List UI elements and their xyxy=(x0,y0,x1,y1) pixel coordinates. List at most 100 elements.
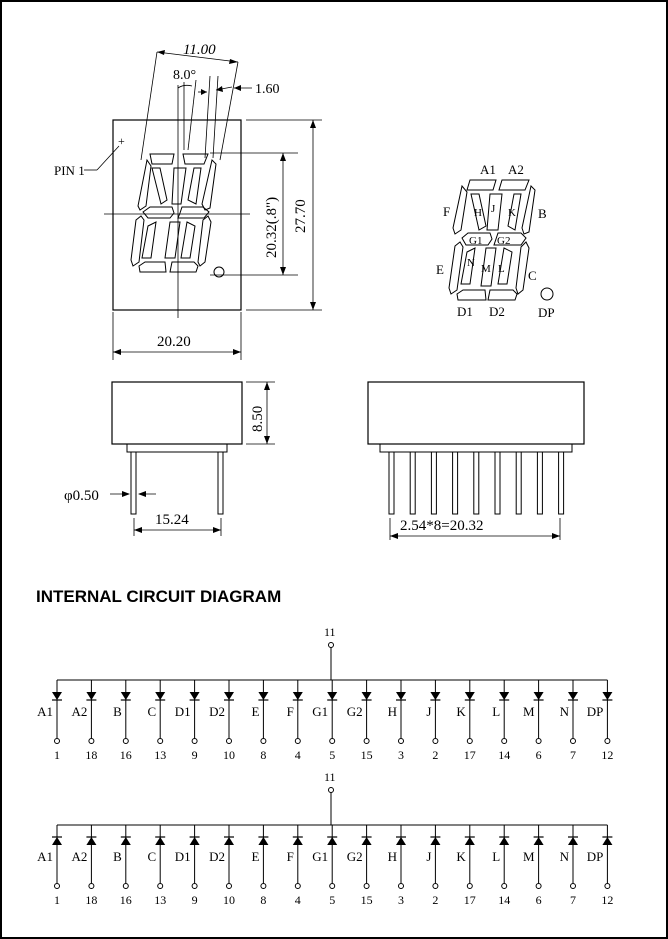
led-pin-number: 12 xyxy=(601,748,613,762)
led-pin-number: 15 xyxy=(361,748,373,762)
dim-pin-diameter: φ0.50 xyxy=(64,488,99,504)
pin-terminal xyxy=(466,738,473,744)
circuit-diagram-common-cathode: 11A11A218B16C13D19D210E8F4G15G215H3J2K17… xyxy=(37,770,613,907)
dim-width-20-20: 20.20 xyxy=(157,334,191,350)
pin-row-pin xyxy=(430,451,437,515)
led-segment-label: E xyxy=(251,849,259,864)
led-segment-label: J xyxy=(426,849,431,864)
led-segment-label: F xyxy=(287,704,294,719)
pin-terminal xyxy=(329,883,336,889)
led-d1: D19 xyxy=(175,825,200,907)
led-b: B16 xyxy=(113,680,132,762)
led-e: E8 xyxy=(251,680,269,762)
led-pin-number: 8 xyxy=(260,748,266,762)
led-segment-label: K xyxy=(456,704,466,719)
led-segment-label: D1 xyxy=(175,849,191,864)
led-e: E8 xyxy=(251,825,269,907)
led-segment-label: H xyxy=(388,704,397,719)
segment-label-k: K xyxy=(508,207,516,219)
led-pin-number: 1 xyxy=(54,748,60,762)
led-segment-label: M xyxy=(523,849,535,864)
led-segment-label: L xyxy=(492,849,500,864)
led-pin-number: 13 xyxy=(154,748,166,762)
led-c: C13 xyxy=(148,825,166,907)
led-h: H3 xyxy=(388,825,406,907)
pin-terminal xyxy=(191,738,198,744)
pin-row-view: 2.54*8=20.32 xyxy=(367,381,585,540)
common-pin-number: 11 xyxy=(324,770,336,784)
segment-e xyxy=(448,241,464,295)
common-pin-terminal xyxy=(328,787,334,793)
pin-terminal xyxy=(157,738,164,744)
pin-row-pin xyxy=(409,451,416,515)
pin-terminal xyxy=(535,738,542,744)
dim-height-20-32: 20.32(.8") xyxy=(264,197,280,258)
pin-row-pin xyxy=(452,451,459,515)
led-segment-label: C xyxy=(148,849,157,864)
led-segment-label: G2 xyxy=(347,849,363,864)
common-pin-number: 11 xyxy=(324,625,336,639)
segment-label-d2: D2 xyxy=(489,304,505,319)
circuit-diagram-common-anode: 11A11A218B16C13D19D210E8F4G15G215H3J2K17… xyxy=(37,625,613,762)
segment-d1 xyxy=(456,289,487,301)
pin-terminal xyxy=(535,883,542,889)
led-pin-number: 10 xyxy=(223,893,235,907)
led-segment-label: A2 xyxy=(72,704,88,719)
led-g1: G15 xyxy=(312,825,338,907)
display-body-outline xyxy=(112,119,242,311)
segment-label-g1: G1 xyxy=(469,235,482,247)
led-segment-label: G1 xyxy=(312,704,328,719)
segment-label-e: E xyxy=(436,262,444,277)
led-d1: D19 xyxy=(175,680,200,762)
segment-label-a1: A1 xyxy=(480,162,496,177)
led-c: C 13 xyxy=(148,680,166,762)
segment-label-m: M xyxy=(481,263,491,275)
dim-height-27-70: 27.70 xyxy=(293,199,309,233)
led-pin-number: 6 xyxy=(536,748,542,762)
led-k: K17 xyxy=(456,680,476,762)
segment-a1 xyxy=(466,179,497,191)
led-f: F4 xyxy=(287,680,303,762)
pin1-label: PIN 1 xyxy=(54,163,85,178)
led-pin-number: 18 xyxy=(85,748,97,762)
pin-row-pin xyxy=(515,451,522,515)
pin-terminal xyxy=(226,883,232,889)
led-segment-label: E xyxy=(251,704,259,719)
segment-b xyxy=(521,184,536,235)
led-h: H3 xyxy=(388,680,406,762)
pin-terminal xyxy=(466,883,473,889)
led-segment-label: DP xyxy=(587,849,604,864)
segment-f xyxy=(452,184,468,235)
led-pin-number: 9 xyxy=(192,748,198,762)
segment-c xyxy=(515,241,530,295)
led-pin-number: 8 xyxy=(260,893,266,907)
led-m: M6 xyxy=(523,825,544,907)
led-segment-label: C xyxy=(148,704,157,719)
led-pin-number: 3 xyxy=(398,893,404,907)
dim-pin-pitch: 2.54*8=20.32 xyxy=(400,518,483,534)
led-segment-label: DP xyxy=(587,704,604,719)
led-pin-number: 17 xyxy=(464,893,476,907)
segment-label-n: N xyxy=(467,257,475,269)
pin-terminal xyxy=(501,883,508,889)
segment-label-j: J xyxy=(491,203,496,215)
segment-label-dp: DP xyxy=(538,305,555,320)
dim-angle: 8.0° xyxy=(173,68,196,83)
led-segment-label: H xyxy=(388,849,397,864)
led-pin-number: 2 xyxy=(432,893,438,907)
pin-terminal xyxy=(294,738,301,744)
led-pin-number: 6 xyxy=(536,893,542,907)
led-a1: A11 xyxy=(37,680,62,762)
pin-terminal xyxy=(398,738,404,744)
led-segment-label: D2 xyxy=(209,704,225,719)
led-j: J2 xyxy=(426,680,441,762)
led-k: K17 xyxy=(456,825,476,907)
led-n: N7 xyxy=(560,680,578,762)
led-m: M6 xyxy=(523,680,544,762)
front-digit-segments xyxy=(130,153,217,273)
